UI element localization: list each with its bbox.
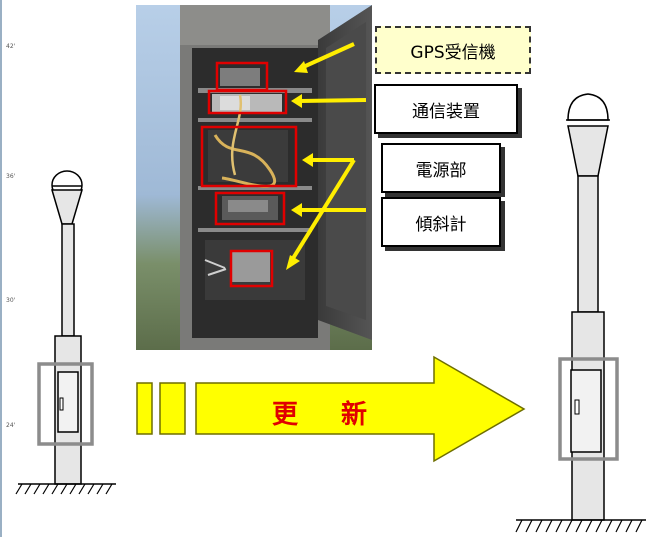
update-char-2: 新 [341, 400, 370, 430]
update-arrow [136, 355, 526, 463]
comm-highlight [207, 89, 288, 115]
ruler-line [0, 0, 2, 537]
ruler-tick-2: 36' [6, 173, 16, 180]
power-highlight [200, 125, 298, 188]
lower-highlight [229, 249, 274, 288]
ruler-tick-1: 42' [6, 43, 16, 50]
right-pole [515, 93, 646, 533]
cabinet-photo [136, 5, 372, 350]
right-door-frame [558, 357, 619, 461]
gps-receiver-label: GPS受信機 [375, 26, 531, 74]
tilt-highlight [214, 191, 286, 226]
left-door-frame [37, 362, 94, 446]
update-char-1: 更 [272, 400, 301, 430]
ruler-tick-4: 24' [6, 422, 16, 429]
inclinometer-label: 傾斜計 [381, 197, 501, 247]
comm-device-label: 通信装置 [374, 84, 518, 134]
left-pole [15, 170, 116, 495]
pointer-arrows [286, 42, 367, 270]
ruler-tick-3: 30' [6, 297, 16, 304]
power-unit-label: 電源部 [381, 143, 501, 193]
